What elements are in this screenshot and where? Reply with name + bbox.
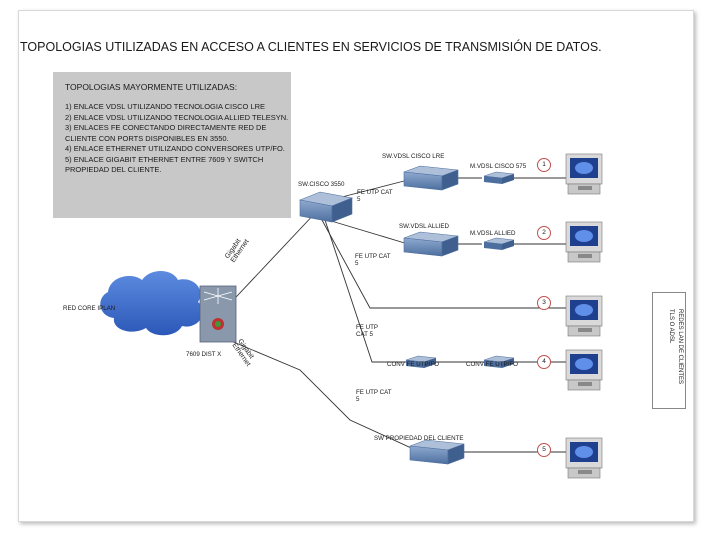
label-m-vdsl-allied: M.VDSL ALLIED (470, 230, 516, 237)
switch-3550-icon (298, 191, 354, 223)
label-7609: 7609 DIST X (186, 351, 222, 358)
client-computer-icon (565, 221, 603, 263)
switch-client-icon (409, 439, 465, 465)
client-computer-icon (565, 349, 603, 391)
label-sw-cisco-3550: SW.CISCO 3550 (298, 181, 345, 188)
topology-item: 4) ENLACE ETHERNET UTILIZANDO CONVERSORE… (65, 144, 285, 153)
client-lans-label-box: REDES LAN DE CLIENTES TLS O ADSL (652, 292, 686, 409)
link-3550-client-3 (321, 219, 575, 309)
link-7609-client-5 (223, 337, 575, 453)
topology-item: 5) ENLACE GIGABIT ETHERNET ENTRE 7609 Y … (65, 154, 266, 175)
label-sw-propiedad: SW PROPIEDAD DEL CLIENTE (374, 435, 464, 442)
topology-item: 1) ENLACE VDSL UTILIZANDO TECNOLOGIA CIS… (65, 102, 266, 111)
topologies-list: 1) ENLACE VDSL UTILIZANDO TECNOLOGIA CIS… (65, 102, 290, 176)
switch-vdsl-allied-icon (403, 231, 459, 257)
page-title: TOPOLOGIAS UTILIZADAS EN ACCESO A CLIENT… (20, 40, 602, 54)
link-3550-vdsl-allied (327, 219, 409, 245)
modem-allied-icon (483, 237, 515, 250)
side-label-line1: REDES LAN DE CLIENTES (677, 309, 683, 385)
side-label-line2: TLS O ADSL (668, 309, 674, 344)
label-sw-vdsl-allied: SW.VDSL ALLIED (399, 223, 449, 230)
client-computers (565, 153, 603, 479)
label-sw-vdsl-cisco: SW.VDSL CISCO LRE (382, 153, 445, 160)
label-m-vdsl-cisco: M.VDSL CISCO 575 (470, 163, 527, 170)
topology-number-2: 2 (537, 226, 551, 240)
gigabit-link-3550 (221, 209, 319, 313)
client-computer-icon (565, 153, 603, 195)
label-fe-utp-3: FE UTP CAT 5 (356, 324, 378, 338)
client-computer-icon (565, 295, 603, 337)
topology-item: 2) ENLACE VDSL UTILIZANDO TECNOLOGIA ALL… (65, 112, 289, 122)
topology-number-5: 5 (537, 443, 551, 457)
converter-2-icon (483, 355, 515, 368)
label-conv-2: CONV FE UTP/FO (466, 361, 518, 368)
client-computer-icon (565, 437, 603, 479)
topology-number-3: 3 (537, 296, 551, 310)
label-fe-utp-1: FE UTP CAT 5 (357, 189, 393, 203)
topology-number-4: 4 (537, 355, 551, 369)
topologies-panel: TOPOLOGIAS MAYORMENTE UTILIZADAS: 1) ENL… (53, 72, 291, 218)
link-3550-vdsl-cisco (337, 179, 409, 199)
label-red-core: RED CORE IPLAN (63, 305, 116, 312)
red-core-cloud-icon (100, 271, 203, 336)
topology-item: 3) ENLACES FE CONECTANDO DIRECTAMENTE RE… (65, 123, 269, 143)
router-7609-icon (199, 285, 237, 343)
topology-number-1: 1 (537, 158, 551, 172)
label-conv-1: CONV FE UTP/FO (387, 361, 439, 368)
panel-heading: TOPOLOGIAS MAYORMENTE UTILIZADAS: (65, 82, 238, 92)
modem-cisco-icon (483, 171, 515, 184)
label-fe-utp-4: FE UTP CAT 5 (356, 389, 392, 403)
switch-vdsl-cisco-icon (403, 165, 459, 191)
links (190, 177, 575, 453)
label-fe-utp-2: FE UTP CAT 5 (355, 253, 391, 267)
converter-1-icon (405, 355, 437, 368)
